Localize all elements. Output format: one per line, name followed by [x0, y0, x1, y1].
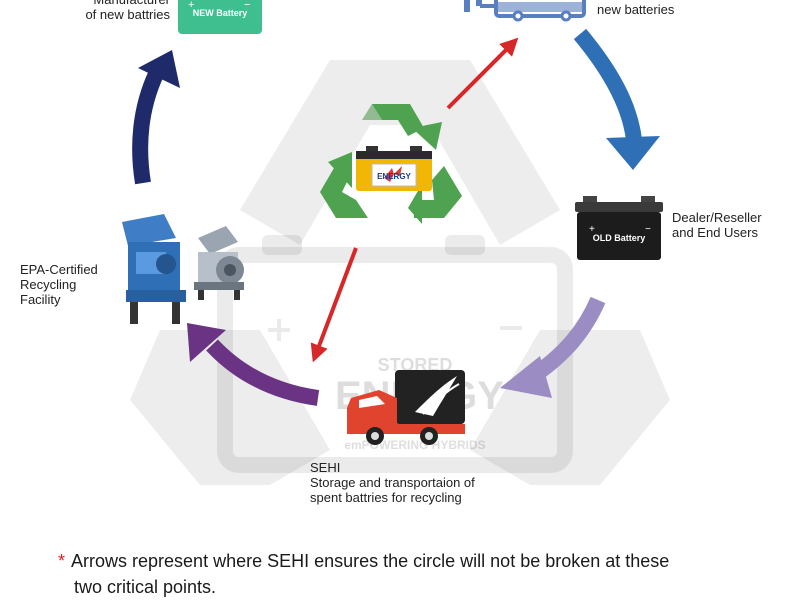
manufacturer-label: Manufacturer of new battries [85, 0, 170, 22]
transport-new-label: new batteries [597, 2, 675, 17]
svg-text:−: − [244, 0, 250, 11]
recycle-icon [320, 104, 462, 224]
old-battery-label: OLD Battery [592, 233, 646, 243]
footnote: *Arrows represent where SEHI ensures the… [58, 548, 778, 600]
epa-label: EPA-Certified Recycling Facility [20, 262, 98, 307]
shredder-icon [122, 214, 244, 324]
center-battery-brand: ENERGY [377, 172, 411, 181]
arrow-dealer-to-sehi [500, 296, 606, 398]
arrow-transport-to-dealer [573, 28, 660, 170]
svg-text:+: + [188, 0, 194, 11]
footnote-asterisk: * [58, 551, 66, 571]
svg-text:−: − [645, 224, 651, 235]
sehi-label: SEHI Storage and transportaion of spent … [310, 460, 475, 505]
delivery-truck-icon [464, 0, 586, 22]
dealer-label: Dealer/Reseller and End Users [672, 210, 762, 240]
center-battery-icon [356, 146, 432, 191]
arrow-sehi-to-recycling [187, 323, 320, 406]
new-battery-label: NEW Battery [192, 8, 248, 18]
svg-text:+: + [589, 224, 595, 235]
arrow-recycling-to-manufacturer [132, 50, 180, 185]
new-battery-icon: + − [178, 0, 262, 34]
red-arrow-to-sehi [310, 247, 358, 363]
red-arrow-to-transport [446, 37, 519, 110]
footnote-line2: two critical points. [74, 577, 217, 597]
sehi-truck-icon [347, 370, 465, 445]
footnote-line1: Arrows represent where SEHI ensures the … [71, 551, 670, 571]
old-battery-icon: + − [575, 196, 663, 260]
